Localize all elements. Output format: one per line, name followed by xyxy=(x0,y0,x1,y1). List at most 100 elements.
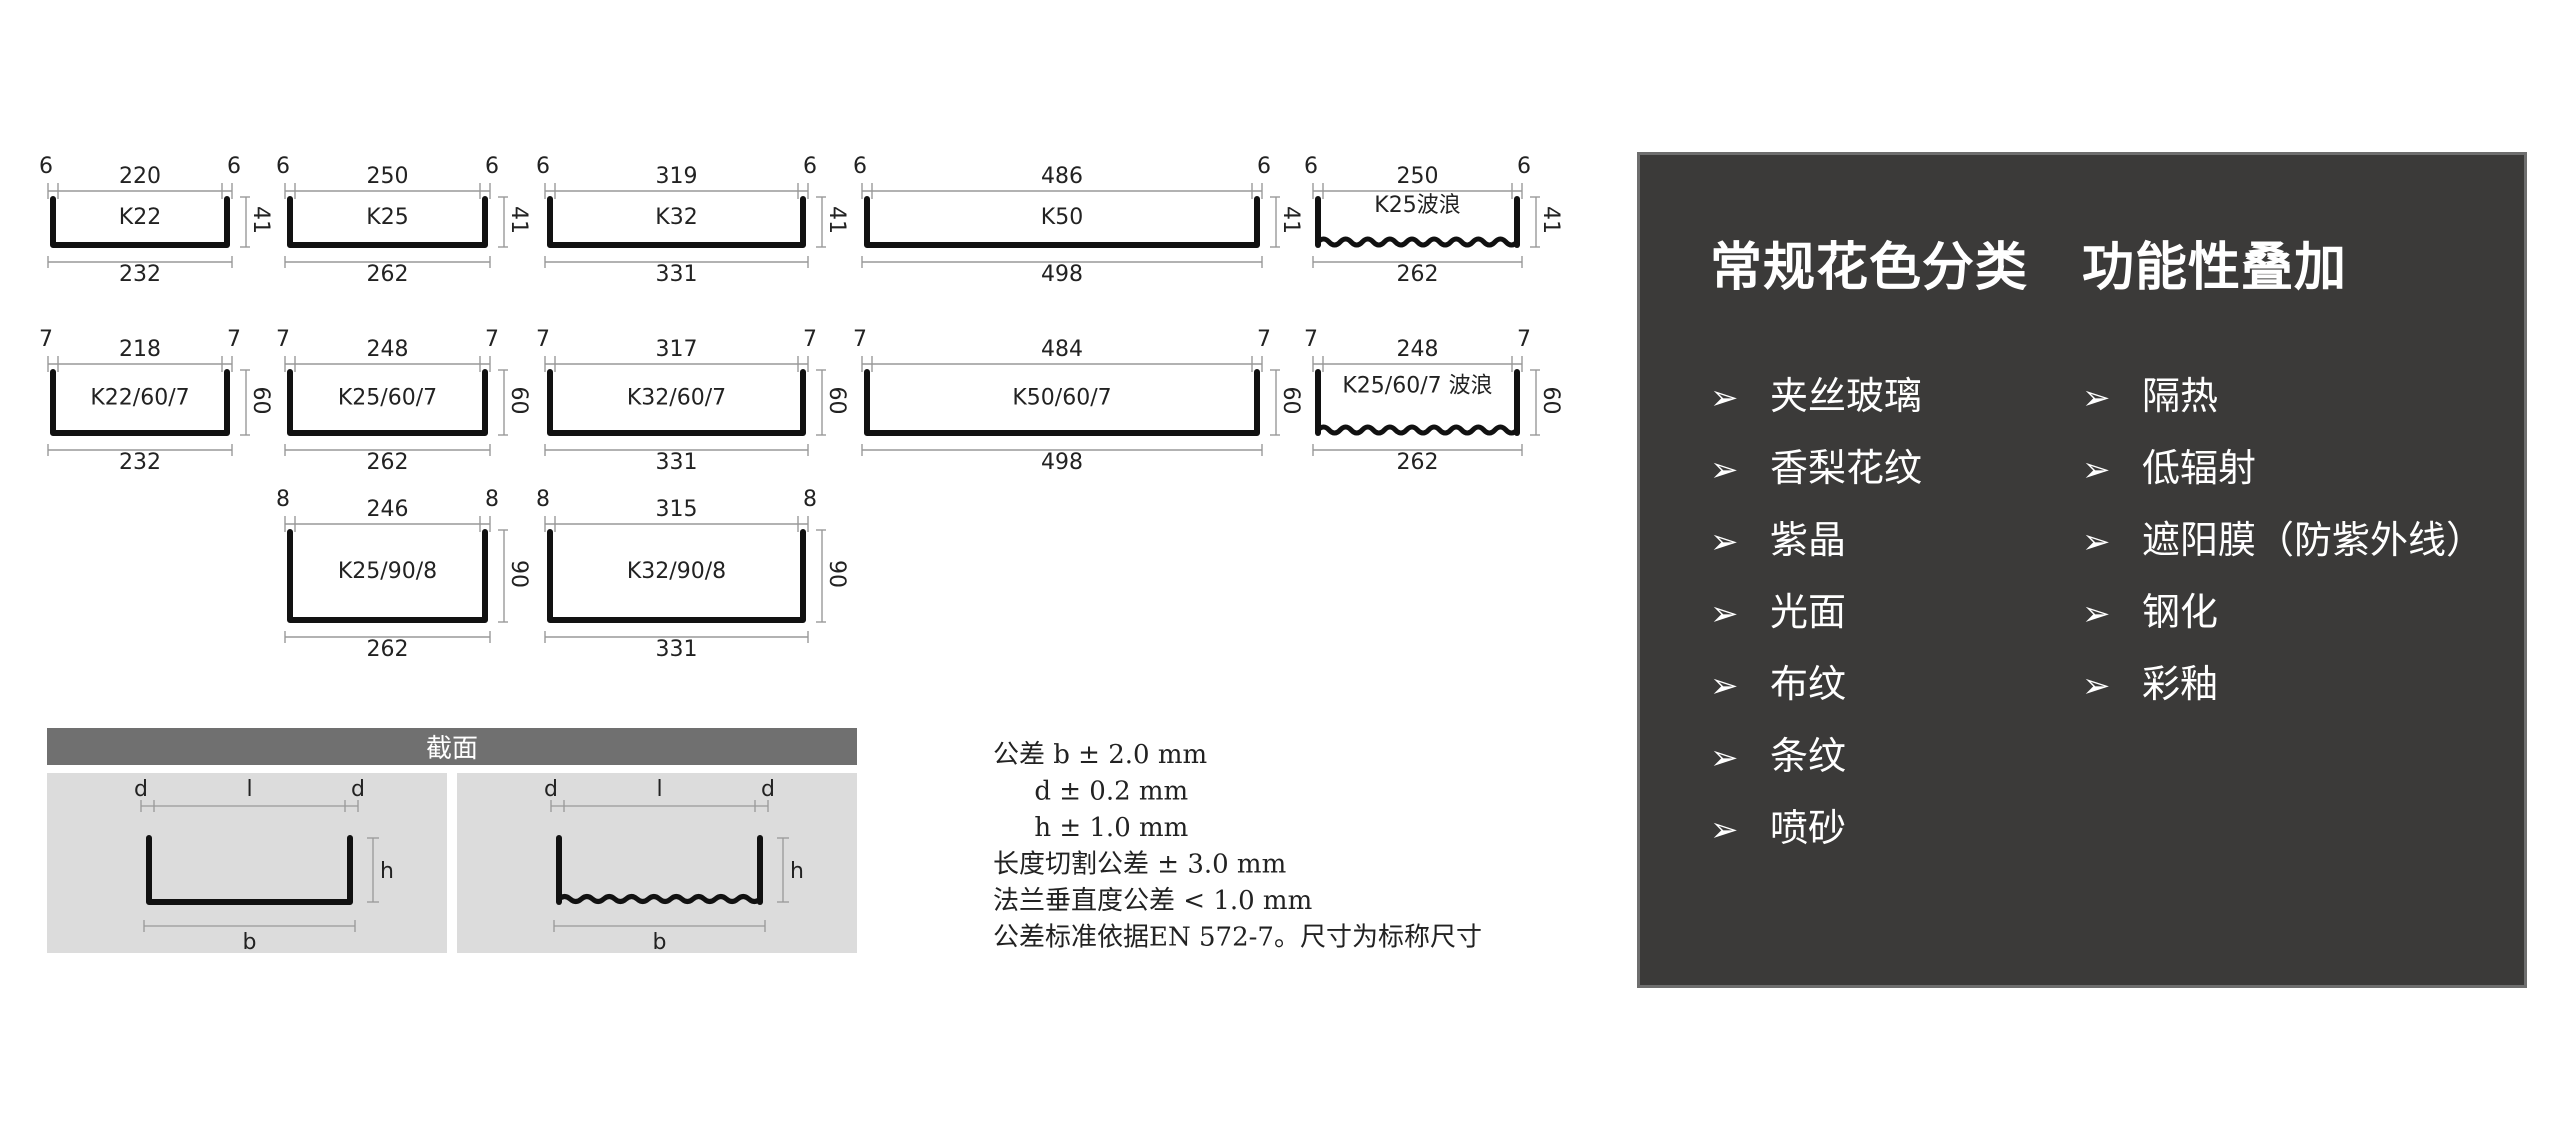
list-item: ➢紫晶 xyxy=(1710,509,1846,564)
height-label: 90 xyxy=(506,560,531,588)
height-label: 60 xyxy=(824,387,849,415)
section-header-bar xyxy=(47,728,857,765)
outer-width-label: 331 xyxy=(656,450,698,475)
inner-width-label: 248 xyxy=(367,337,409,362)
section-title: 截面 xyxy=(426,734,478,764)
list-item: ➢布纹 xyxy=(1710,653,1846,708)
arrow-bullet-icon: ➢ xyxy=(1710,450,1739,490)
height-label: 60 xyxy=(1278,387,1303,415)
height-label: 60 xyxy=(248,387,273,415)
outer-width-label: 262 xyxy=(1397,262,1439,287)
arrow-bullet-icon: ➢ xyxy=(2082,594,2111,634)
flange-thickness-left: 6 xyxy=(536,154,550,179)
profile-name: K50 xyxy=(1041,205,1083,230)
list-item-label: 遮阳膜（防紫外线） xyxy=(2142,518,2485,562)
flange-thickness-right: 7 xyxy=(1517,327,1531,352)
inner-width-label: 319 xyxy=(656,164,698,189)
profile-name: K25/90/8 xyxy=(338,559,437,584)
outer-width-label: 331 xyxy=(656,637,698,662)
flange-thickness-left: 6 xyxy=(39,154,53,179)
arrow-bullet-icon: ➢ xyxy=(1710,378,1739,418)
channel-wave-base xyxy=(1316,424,1519,436)
arrow-bullet-icon: ➢ xyxy=(2082,522,2111,562)
flange-thickness-right: 6 xyxy=(485,154,499,179)
channel-outline xyxy=(50,369,230,436)
profile-name: K32 xyxy=(655,205,697,230)
channel-outline xyxy=(287,369,488,436)
list-item: ➢ 隔热 xyxy=(2082,365,2218,420)
arrow-bullet-icon: ➢ xyxy=(2082,378,2111,418)
outer-width-label: 331 xyxy=(656,262,698,287)
outer-width-label: 232 xyxy=(119,262,161,287)
list-item-label: 香梨花纹 xyxy=(1770,446,1923,490)
list-item: ➢低辐射 xyxy=(2082,437,2256,492)
list-item-label: 喷砂 xyxy=(1770,806,1847,850)
channel-outline xyxy=(864,196,1260,248)
list-item-label: 光面 xyxy=(1770,590,1847,634)
list-item-label: 隔热 xyxy=(2142,374,2219,418)
outer-width-label: 262 xyxy=(1397,450,1439,475)
channel-outline xyxy=(547,529,806,623)
flange-thickness-left: 6 xyxy=(276,154,290,179)
inner-width-label: 315 xyxy=(656,497,698,522)
h-label: h xyxy=(380,859,394,884)
channel-outline xyxy=(547,369,806,436)
d-label-right: d xyxy=(761,777,775,802)
profile-name: K25/60/7 波浪 xyxy=(1342,374,1492,399)
tolerance-line: d ± 0.2 mm xyxy=(993,777,1188,807)
flange-thickness-right: 7 xyxy=(485,327,499,352)
list-item: ➢ 光面 xyxy=(1710,581,1846,636)
list-item-label: 钢化 xyxy=(2142,590,2219,634)
inner-width-label: 486 xyxy=(1041,164,1083,189)
outer-width-label: 498 xyxy=(1041,262,1083,287)
height-label: 41 xyxy=(1538,206,1563,234)
list-item-label: 夹丝玻璃 xyxy=(1770,374,1923,418)
arrow-bullet-icon: ➢ xyxy=(1710,810,1739,850)
flange-thickness-right: 6 xyxy=(227,154,241,179)
inner-width-label: 248 xyxy=(1397,337,1439,362)
channel-outline xyxy=(287,196,488,248)
arrow-bullet-icon: ➢ xyxy=(1710,738,1739,778)
pattern-category-title: 常规花色分类 xyxy=(1710,238,2029,298)
flange-thickness-right: 7 xyxy=(1257,327,1271,352)
flange-thickness-left: 7 xyxy=(276,327,290,352)
height-label: 41 xyxy=(1278,206,1303,234)
list-item: ➢ 香梨花纹 xyxy=(1710,437,1922,492)
outer-width-label: 232 xyxy=(119,450,161,475)
outer-width-label: 262 xyxy=(367,637,409,662)
function-category-title: 功能性叠加 xyxy=(2082,238,2348,298)
outer-width-label: 262 xyxy=(367,262,409,287)
height-label: 60 xyxy=(506,387,531,415)
arrow-bullet-icon: ➢ xyxy=(1710,594,1739,634)
inner-width-label: 250 xyxy=(367,164,409,189)
outer-width-label: 498 xyxy=(1041,450,1083,475)
channel-outline xyxy=(287,529,488,623)
list-item-label: 彩釉 xyxy=(2142,662,2219,706)
section-panel-bg xyxy=(47,773,447,953)
flange-thickness-left: 7 xyxy=(39,327,53,352)
flange-thickness-right: 6 xyxy=(1517,154,1531,179)
list-item-label: 低辐射 xyxy=(2142,446,2257,490)
inner-width-label: 250 xyxy=(1397,164,1439,189)
list-item: ➢彩釉 xyxy=(2082,653,2218,708)
section-panel-bg xyxy=(457,773,857,953)
channel-outline xyxy=(50,196,230,248)
flange-thickness-left: 6 xyxy=(1304,154,1318,179)
flange-thickness-left: 7 xyxy=(853,327,867,352)
list-item: ➢ 夹丝玻璃 xyxy=(1710,365,1922,420)
l-label: l xyxy=(656,777,662,802)
list-item-label: 紫晶 xyxy=(1770,518,1847,562)
flange-thickness-left: 7 xyxy=(536,327,550,352)
flange-thickness-right: 7 xyxy=(227,327,241,352)
profile-name: K22 xyxy=(119,205,161,230)
d-label-right: d xyxy=(351,777,365,802)
list-item-label: 布纹 xyxy=(1770,662,1847,706)
